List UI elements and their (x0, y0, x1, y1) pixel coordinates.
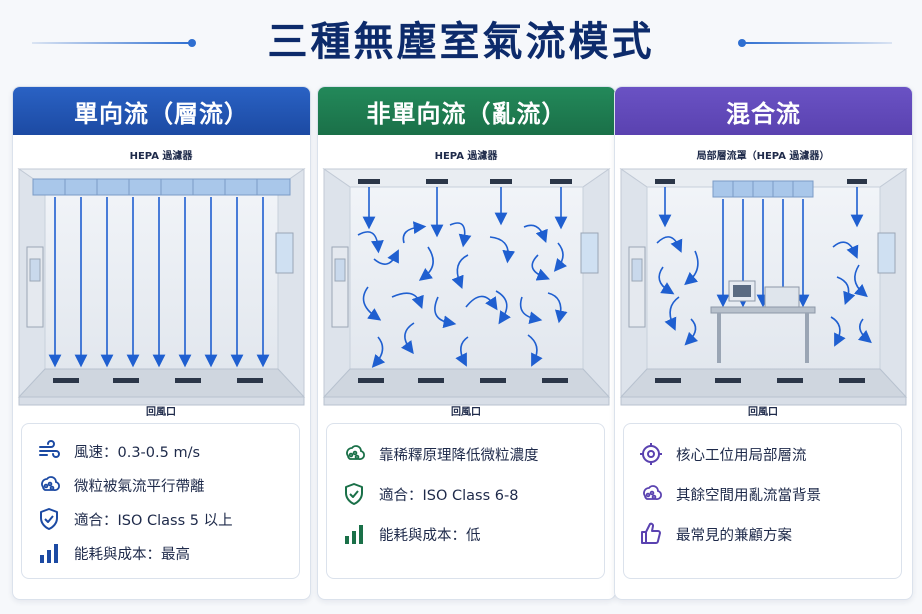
particles-icon (34, 470, 64, 500)
ceiling-hepa-units (358, 179, 572, 184)
feature-item: 能耗與成本：最高 (34, 536, 287, 570)
window (275, 232, 294, 274)
filter-label: HEPA 過濾器 (435, 149, 499, 162)
feature-item: 適合：ISO Class 5 以上 (34, 502, 287, 536)
panel-non-unidirectional: 非單向流（亂流） HEPA 過濾器 回風口 (317, 86, 616, 600)
feature-text: 能耗與成本：低 (379, 527, 481, 544)
feature-item: 微粒被氣流平行帶離 (34, 468, 287, 502)
shield-check-icon (339, 479, 369, 509)
bar-chart-icon (34, 538, 64, 568)
panel-mixed-flow: 混合流 局部層流罩（HEPA 過濾器） (614, 86, 913, 600)
panel-header: 混合流 (615, 87, 912, 135)
panel-unidirectional: 單向流（層流） HEPA 過濾器 回風口 風速： (12, 86, 311, 600)
particles-icon (636, 479, 666, 509)
feature-text: 核心工位用局部層流 (676, 447, 807, 464)
cleanroom-illustration-unidirectional: HEPA 過濾器 回風口 (17, 149, 306, 417)
feature-text: 微粒被氣流平行帶離 (74, 478, 205, 495)
feature-item: 適合：ISO Class 6-8 (339, 474, 592, 514)
feature-item: 能耗與成本：低 (339, 514, 592, 554)
cleanroom-illustration-mixed: 局部層流罩（HEPA 過濾器） 回風口 (619, 149, 908, 417)
feature-text: 適合：ISO Class 6-8 (379, 487, 519, 504)
feature-item: 核心工位用局部層流 (636, 434, 889, 474)
feature-text: 靠稀釋原理降低微粒濃度 (379, 447, 539, 464)
feature-list: 核心工位用局部層流 其餘空間用亂流當背景 最常見的兼顧方案 (623, 423, 902, 579)
cleanroom-illustration-turbulent: HEPA 過濾器 回風口 (322, 149, 611, 417)
return-vent-label: 回風口 (146, 406, 176, 417)
filter-label: 局部層流罩（HEPA 過濾器） (696, 149, 830, 162)
page-title: 三種無塵室氣流模式 (267, 19, 655, 65)
shield-check-icon (34, 504, 64, 534)
title-decoration-left (32, 39, 196, 47)
window (580, 232, 599, 274)
title-row: 三種無塵室氣流模式 (0, 0, 922, 84)
feature-text: 其餘空間用亂流當背景 (676, 487, 821, 504)
feature-item: 最常見的兼顧方案 (636, 514, 889, 554)
filter-label: HEPA 過濾器 (130, 149, 194, 162)
turbulent-arrows (656, 236, 872, 347)
feature-item: 風速：0.3-0.5 m/s (34, 434, 287, 468)
feature-item: 其餘空間用亂流當背景 (636, 474, 889, 514)
bar-chart-icon (339, 519, 369, 549)
feature-text: 能耗與成本：最高 (74, 546, 190, 563)
panel-header: 非單向流（亂流） (318, 87, 615, 135)
feature-list: 風速：0.3-0.5 m/s 微粒被氣流平行帶離 適合：ISO Class 5 … (21, 423, 300, 579)
panel-header: 單向流（層流） (13, 87, 310, 135)
return-vent-label: 回風口 (748, 406, 778, 417)
feature-list: 靠稀釋原理降低微粒濃度 適合：ISO Class 6-8 能耗與成本：低 (326, 423, 605, 579)
title-decoration-right (738, 39, 892, 47)
thumbs-up-icon (636, 519, 666, 549)
workbench (710, 280, 816, 363)
return-vents (358, 378, 568, 383)
feature-text: 最常見的兼顧方案 (676, 527, 792, 544)
feature-text: 風速：0.3-0.5 m/s (74, 444, 201, 461)
turbulent-airflow-arrows (357, 187, 568, 368)
wind-icon (34, 436, 64, 466)
return-vents (655, 378, 865, 383)
feature-text: 適合：ISO Class 5 以上 (74, 512, 233, 529)
target-icon (636, 439, 666, 469)
return-vents (53, 378, 263, 383)
particles-icon (339, 439, 369, 469)
feature-item: 靠稀釋原理降低微粒濃度 (339, 434, 592, 474)
laminar-hood (712, 180, 814, 198)
laminar-arrows (658, 187, 864, 308)
return-vent-label: 回風口 (451, 406, 481, 417)
window (877, 232, 896, 274)
